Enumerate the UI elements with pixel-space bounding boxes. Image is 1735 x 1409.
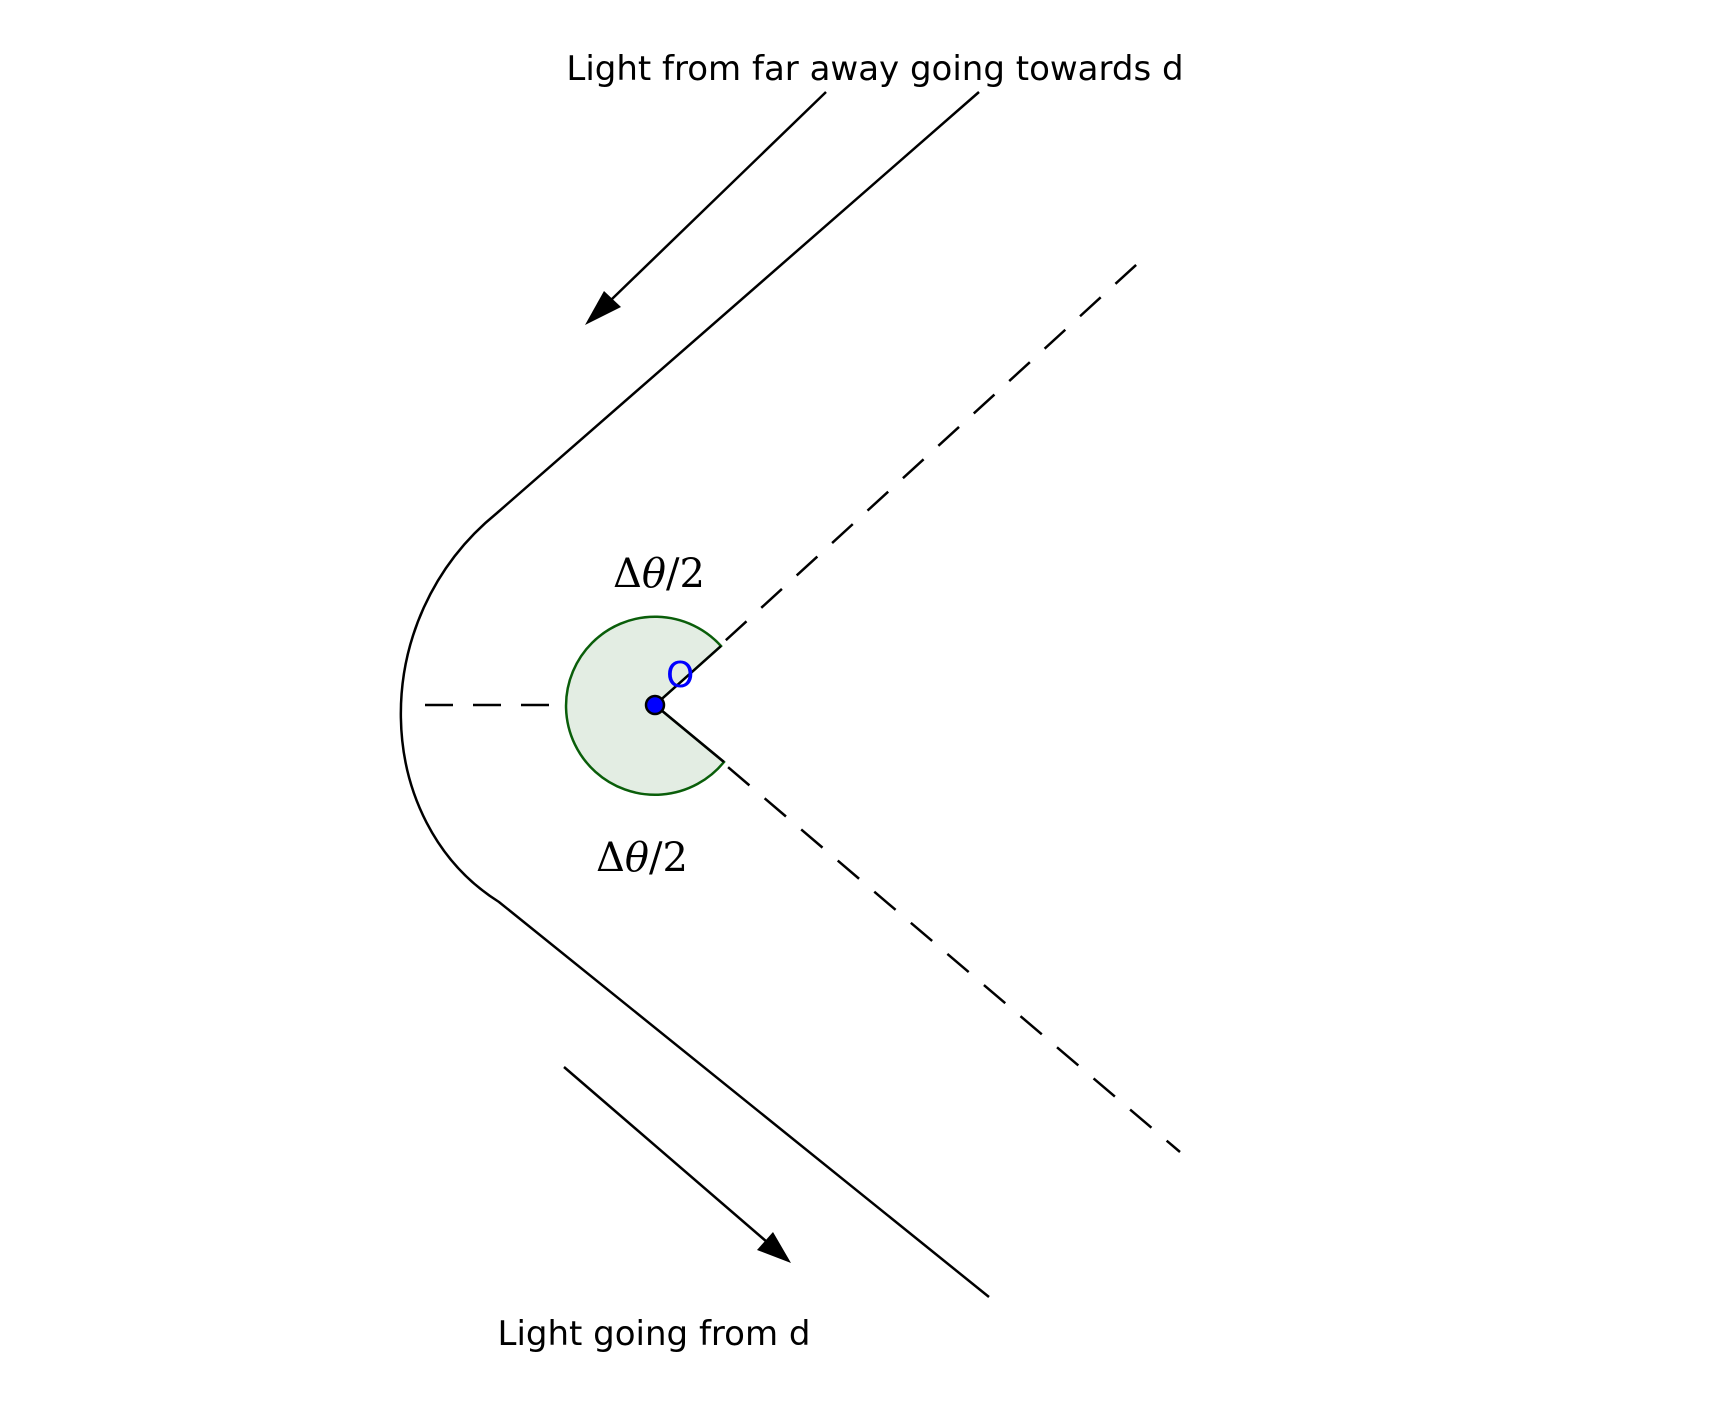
outgoing-arrowhead	[757, 1232, 791, 1263]
caption-top: Light from far away going towards d	[566, 49, 1183, 89]
wedge-edge-upper	[654, 645, 722, 706]
angle-label-lower: Δθ/2	[596, 835, 688, 881]
lower-asymptote-dashed	[654, 704, 1181, 1153]
center-point	[644, 694, 666, 716]
outgoing-arrow-shaft	[563, 1066, 768, 1243]
incoming-arrow-shaft	[611, 91, 827, 300]
incoming-arrowhead	[585, 291, 621, 325]
wedge-edge-lower	[654, 704, 725, 763]
angle-label-upper: Δθ/2	[613, 551, 705, 597]
point-label-o: O	[666, 655, 694, 696]
caption-bottom: Light going from d	[498, 1314, 811, 1354]
light-path	[399, 91, 990, 1298]
upper-asymptote-dashed	[654, 254, 1148, 706]
